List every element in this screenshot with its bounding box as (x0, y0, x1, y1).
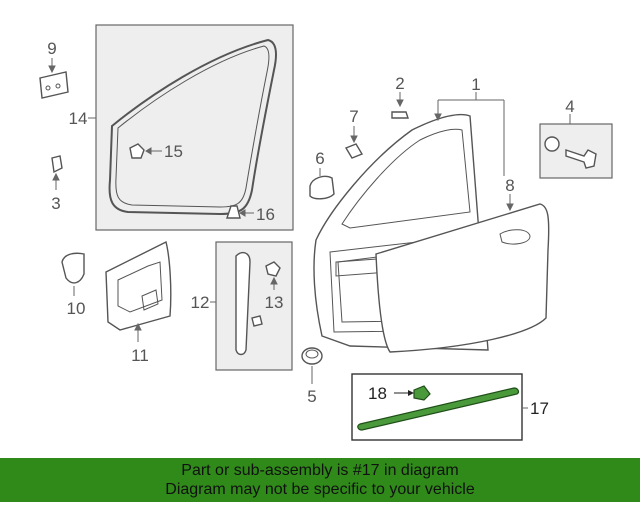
callout-1[interactable]: 1 (471, 75, 480, 94)
callout-3[interactable]: 3 (51, 194, 60, 213)
clip-part-18[interactable] (413, 385, 431, 401)
part-3[interactable] (51, 155, 63, 190)
callout-10[interactable]: 10 (67, 299, 86, 318)
callout-14[interactable]: 14 (69, 109, 88, 128)
callout-9[interactable]: 9 (47, 39, 56, 58)
part-10[interactable] (61, 252, 85, 296)
callout-12[interactable]: 12 (191, 293, 210, 312)
callout-7[interactable]: 7 (349, 107, 358, 126)
banner-line-2: Diagram may not be specific to your vehi… (165, 481, 475, 498)
clip-part-16[interactable] (226, 205, 241, 219)
callout-16[interactable]: 16 (256, 205, 275, 224)
callout-13[interactable]: 13 (265, 293, 284, 312)
door-outer-panel-part-8[interactable] (375, 203, 550, 353)
callout-15[interactable]: 15 (164, 142, 183, 161)
bolt-part-4[interactable] (565, 149, 597, 169)
callout-8[interactable]: 8 (505, 176, 514, 195)
callout-4[interactable]: 4 (565, 97, 574, 116)
part-7[interactable] (344, 126, 364, 159)
callout-11[interactable]: 11 (131, 346, 149, 365)
nut-part-4[interactable] (544, 136, 560, 152)
bracket-group-box (210, 241, 293, 371)
clip-part-15[interactable] (129, 143, 145, 159)
callout-2[interactable]: 2 (395, 74, 404, 93)
part-9[interactable] (39, 58, 69, 99)
callout-6[interactable]: 6 (315, 149, 324, 168)
callout-18[interactable]: 18 (368, 384, 387, 403)
highlighted-part-box (351, 373, 528, 441)
door-panel-part-11[interactable] (105, 240, 172, 342)
callout-5[interactable]: 5 (307, 387, 316, 406)
part-6[interactable] (309, 168, 335, 200)
part-5[interactable] (301, 347, 323, 384)
callout-17[interactable]: 17 (530, 399, 549, 418)
bracket-part-12[interactable] (235, 251, 251, 356)
leader-lines (434, 92, 514, 212)
door-weatherstrip-part-14[interactable] (108, 38, 277, 216)
belt-molding-part-17[interactable] (357, 387, 520, 431)
weatherstrip-group-box (88, 24, 294, 231)
bolt-group-box (539, 114, 613, 179)
banner-line-1: Part or sub-assembly is #17 in diagram (181, 462, 459, 479)
clip-part-13[interactable] (265, 261, 281, 277)
part-2[interactable] (391, 92, 409, 119)
info-banner: Part or sub-assembly is #17 in diagram D… (0, 458, 640, 502)
callout-numbers: 1 2 3 4 5 6 7 8 9 10 11 12 13 14 15 16 1… (47, 39, 574, 418)
